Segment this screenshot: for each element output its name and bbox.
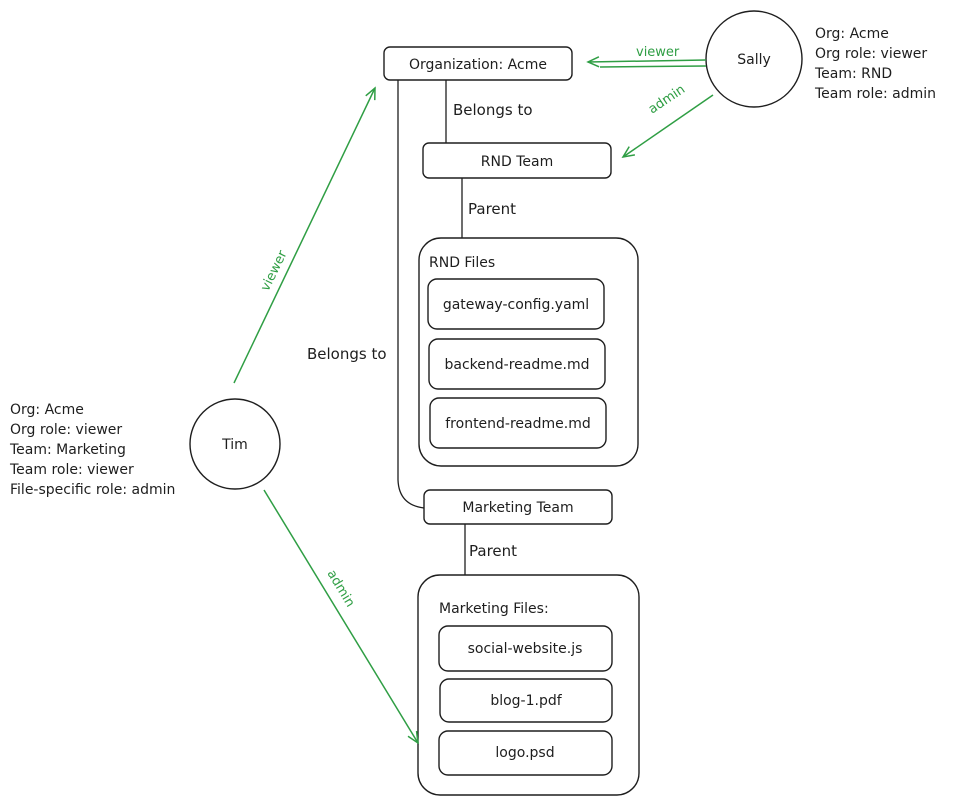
file-name: logo.psd bbox=[495, 745, 554, 761]
info-line: File-specific role: admin bbox=[10, 482, 175, 498]
user-sally-name: Sally bbox=[737, 52, 771, 68]
file-item[interactable]: logo.psd bbox=[438, 730, 613, 776]
info-line: Org: Acme bbox=[10, 402, 84, 418]
arrow-label-tim-logo: admin bbox=[324, 567, 358, 610]
marketing-team-label: Marketing Team bbox=[462, 500, 573, 516]
info-line: Org: Acme bbox=[815, 26, 889, 42]
file-item[interactable]: social-website.js bbox=[438, 625, 613, 672]
belongs-to-label-rnd: Belongs to bbox=[453, 101, 533, 119]
info-line: Team role: admin bbox=[814, 86, 936, 102]
parent-label-marketing: Parent bbox=[469, 542, 517, 560]
user-sally-node[interactable]: Sally bbox=[705, 10, 803, 108]
file-item[interactable]: blog-1.pdf bbox=[439, 678, 613, 723]
info-line: Org role: viewer bbox=[815, 46, 927, 62]
belongs-to-line-marketing bbox=[397, 80, 425, 509]
arrow-tim-to-organization: viewer bbox=[233, 86, 376, 384]
parent-label-rnd: Parent bbox=[468, 200, 516, 218]
file-name: frontend-readme.md bbox=[445, 416, 590, 432]
marketing-team-node[interactable]: Marketing Team bbox=[423, 489, 613, 525]
organization-label: Organization: Acme bbox=[409, 57, 547, 73]
organization-node[interactable]: Organization: Acme bbox=[383, 46, 573, 81]
user-tim-name: Tim bbox=[221, 437, 248, 453]
file-item[interactable]: gateway-config.yaml bbox=[427, 278, 605, 330]
info-line: Team role: viewer bbox=[9, 462, 134, 478]
arrow-sally-to-rnd-team: admin bbox=[621, 82, 714, 159]
rnd-team-label: RND Team bbox=[481, 154, 553, 170]
rnd-team-node[interactable]: RND Team bbox=[422, 142, 612, 179]
arrow-label-sally-org: viewer bbox=[636, 45, 680, 60]
arrow-label-sally-rnd: admin bbox=[646, 82, 688, 117]
arrow-sally-to-organization: viewer bbox=[586, 45, 707, 68]
arrow-tim-to-logo: admin bbox=[263, 489, 419, 745]
info-line: Org role: viewer bbox=[10, 422, 122, 438]
belongs-to-label-marketing: Belongs to bbox=[307, 345, 387, 363]
info-line: Team: Marketing bbox=[9, 442, 126, 458]
file-item[interactable]: frontend-readme.md bbox=[429, 397, 607, 449]
file-item[interactable]: backend-readme.md bbox=[428, 338, 606, 390]
file-name: backend-readme.md bbox=[445, 357, 590, 373]
arrow-label-tim-org: viewer bbox=[258, 248, 291, 294]
marketing-files-title: Marketing Files: bbox=[439, 601, 549, 617]
marketing-files-group: Marketing Files: social-website.js blog-… bbox=[417, 574, 640, 796]
info-line: Team: RND bbox=[814, 66, 892, 82]
rnd-files-group: RND Files gateway-config.yaml backend-re… bbox=[418, 237, 639, 467]
rnd-files-title: RND Files bbox=[429, 255, 495, 271]
user-tim-node[interactable]: Tim bbox=[189, 398, 281, 490]
user-sally-info: Org: Acme Org role: viewer Team: RND Tea… bbox=[814, 26, 936, 102]
user-tim-info: Org: Acme Org role: viewer Team: Marketi… bbox=[9, 402, 175, 498]
file-name: gateway-config.yaml bbox=[443, 297, 589, 313]
file-name: social-website.js bbox=[468, 641, 583, 657]
file-name: blog-1.pdf bbox=[490, 693, 562, 709]
